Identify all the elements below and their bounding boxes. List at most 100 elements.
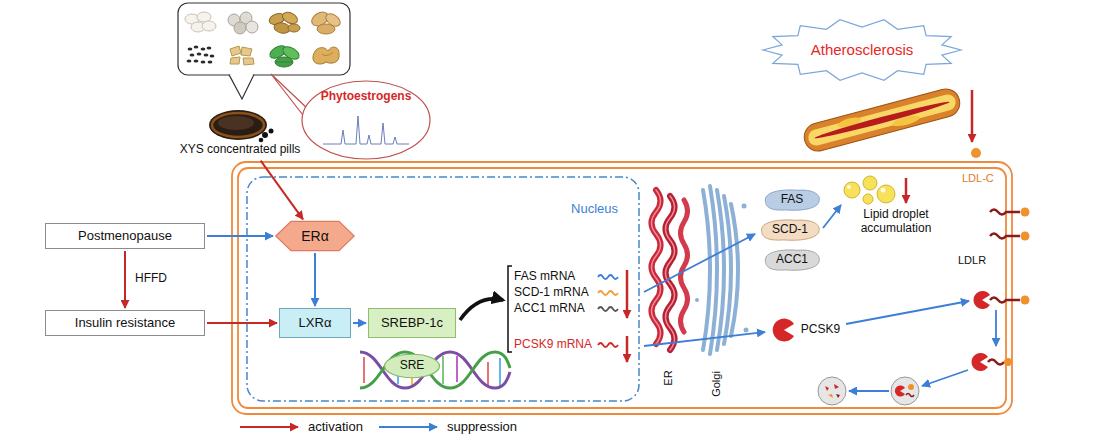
suppression-arrow: [644, 332, 765, 346]
node-text: SREBP-1c: [381, 316, 443, 331]
herb-image: [207, 47, 212, 50]
connector-arrow: [314, 253, 316, 306]
ldl-receptor: [990, 234, 1020, 239]
decrease-arrow: [626, 270, 629, 362]
dna-helix: [360, 352, 510, 388]
herb-image: [313, 47, 339, 64]
golgi-organelle: [703, 190, 710, 350]
transcription-arrow: [460, 299, 503, 320]
herb-image: [288, 24, 300, 32]
endosome: [908, 384, 914, 390]
herb-image: [204, 54, 209, 57]
ldl-receptor: [972, 208, 1030, 372]
mrna-wave: [598, 307, 618, 311]
bracket: [508, 266, 512, 352]
herb-image: [185, 12, 216, 32]
legend-sample: [379, 426, 437, 428]
pcsk9-symbol: [773, 319, 794, 342]
connector-arrow: [353, 322, 366, 324]
edge-label: HFFD: [133, 272, 169, 286]
node-text: ACC1: [776, 253, 808, 267]
organelle-label: Golgi: [710, 371, 723, 397]
golgi-organelle: [695, 186, 749, 354]
dna-rung: [499, 358, 501, 386]
herb-image: [230, 46, 241, 56]
mrna-wave: [598, 343, 618, 347]
herb-image: [322, 52, 333, 55]
herb-callout: [231, 74, 253, 76]
herb-image: [268, 43, 302, 67]
burst-outline: [763, 20, 961, 80]
pill-image: [209, 110, 267, 140]
pill-image: [212, 113, 264, 137]
herb-image: [234, 22, 246, 34]
cell-membrane: [238, 168, 1006, 408]
herb-image: [275, 57, 293, 67]
herb-image: [241, 47, 252, 56]
lipid-droplet: [844, 182, 860, 198]
mrna-wave: [598, 291, 618, 295]
lysosome: [836, 394, 840, 398]
node-text: SCD-1: [772, 223, 808, 237]
ldl-receptor: [990, 210, 1020, 215]
node-text: Nucleus: [571, 202, 618, 217]
ldl-receptor: [972, 353, 988, 371]
herb-image: [243, 58, 254, 65]
receptor-hexagon: ERα: [275, 221, 355, 251]
connector-arrow: [207, 235, 273, 237]
artery-image: [801, 86, 963, 154]
bubble-outline: [302, 81, 430, 159]
receptor-label: LDLR: [958, 254, 986, 267]
decrease-arrow: [626, 270, 629, 318]
lipoprotein-label: LDL-C: [962, 172, 994, 185]
node-text: Postmenopause: [78, 229, 172, 244]
artery-image: [807, 93, 958, 148]
herb-image: [194, 46, 199, 49]
ldl-receptor: [1021, 232, 1030, 241]
ldl-receptor: [1004, 358, 1012, 366]
herb-image: [208, 61, 213, 64]
pill-image: [259, 138, 264, 143]
node-text: FAS: [781, 193, 804, 207]
ldl-particle: [971, 148, 981, 158]
herb-image: [210, 55, 215, 58]
lysosome: [834, 384, 839, 389]
lipid-droplet: [863, 194, 873, 204]
herb-image: [197, 12, 211, 22]
er-organelle: [681, 200, 688, 332]
suppression-arrow: [846, 301, 969, 324]
pill-image: [262, 132, 268, 138]
herb-image: [317, 24, 335, 34]
cell-membrane: [232, 162, 1012, 414]
dna-rung: [456, 356, 458, 382]
ldl-receptor: [1021, 208, 1030, 217]
suppression-arrow: [849, 390, 889, 392]
herb-image: [228, 12, 258, 34]
mrna-label: PCSK9 mRNA: [514, 338, 592, 352]
pill-image: [269, 129, 274, 134]
lysosome: [828, 394, 833, 398]
protein-blob: ACC1: [763, 249, 821, 271]
ellipse-outline: [385, 354, 440, 378]
pill-image: [218, 116, 254, 130]
callout-bubble: Phytoestrogens: [301, 80, 431, 160]
lysosome: [825, 386, 829, 391]
node-text: PCSK9: [801, 323, 840, 337]
suppression-arrow: [922, 370, 968, 386]
er-organelle: [652, 190, 661, 344]
suppression-arrow: [644, 205, 996, 391]
cell-membrane: [232, 162, 1012, 414]
mrna-label: ACC1 mRNA: [514, 302, 585, 316]
ldl-receptor: [990, 298, 1020, 303]
golgi-organelle: [742, 204, 747, 209]
ldl-receptor: [974, 291, 990, 309]
legend-sample: [238, 421, 304, 433]
endosome: [891, 377, 919, 405]
node-text: XYS concentrated pills: [180, 143, 301, 157]
lysosome: [818, 377, 846, 405]
golgi-organelle: [724, 196, 731, 344]
golgi-organelle: [717, 190, 724, 350]
connector-arrow: [124, 251, 126, 308]
dna-rung: [442, 356, 444, 384]
herb-image: [230, 57, 240, 64]
